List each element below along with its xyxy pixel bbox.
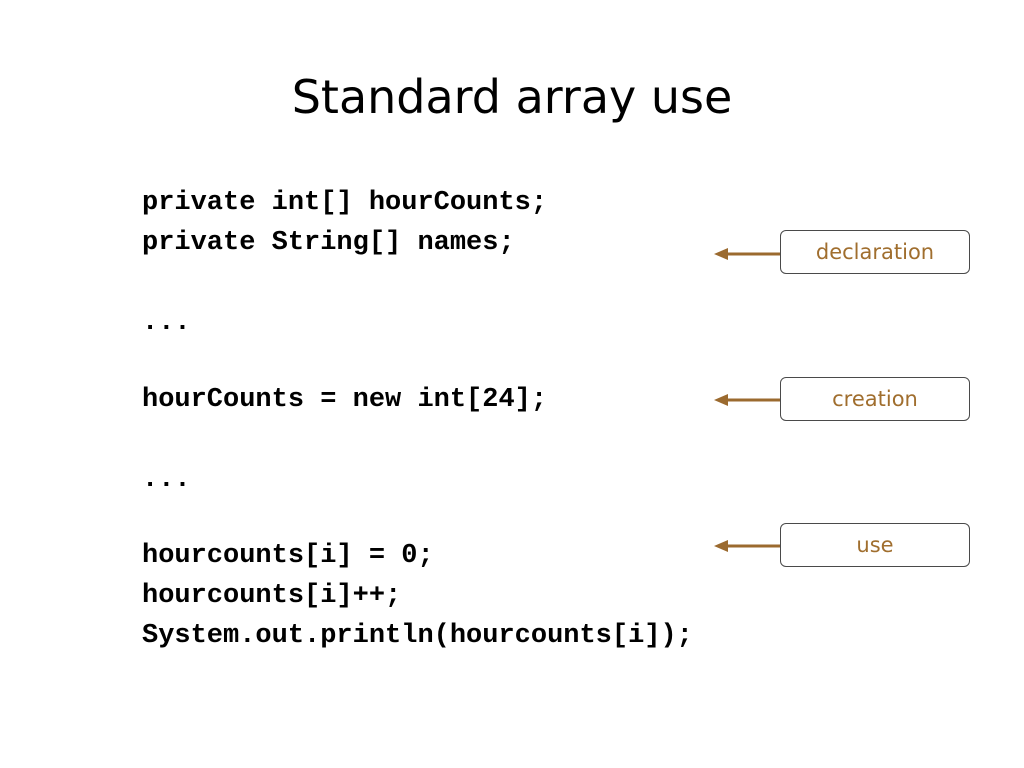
code-line-ellipsis-1: ... (142, 308, 191, 338)
callout-creation: creation (780, 377, 970, 421)
code-line-use-increment: hourcounts[i]++; (142, 581, 402, 611)
arrow-left-icon (714, 540, 782, 552)
callout-use: use (780, 523, 970, 567)
slide-title: Standard array use (291, 70, 733, 124)
code-line-use-print: System.out.println(hourcounts[i]); (142, 621, 693, 651)
code-line-creation: hourCounts = new int[24]; (142, 385, 548, 415)
code-line-ellipsis-2: ... (142, 465, 191, 495)
arrow-left-icon (714, 394, 782, 406)
arrow-left-icon (714, 248, 782, 260)
code-line-declaration-hourcounts: private int[] hourCounts; (142, 188, 548, 218)
code-line-use-assign: hourcounts[i] = 0; (142, 541, 434, 571)
code-line-declaration-names: private String[] names; (142, 228, 515, 258)
callout-declaration: declaration (780, 230, 970, 274)
